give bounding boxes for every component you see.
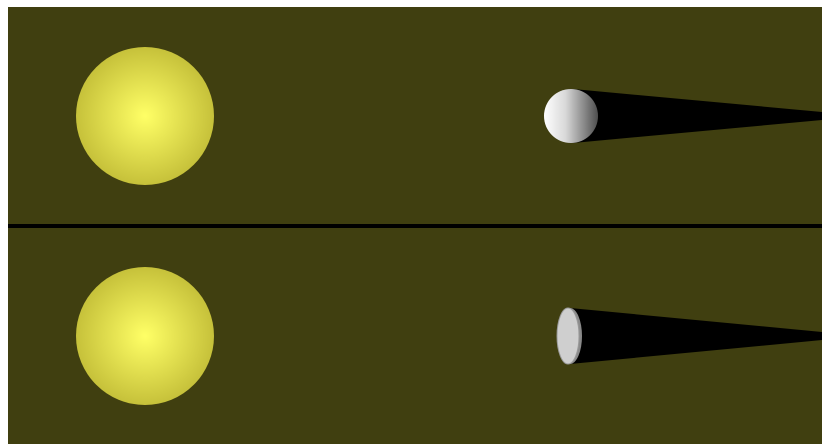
panel-top [8,7,822,224]
sun-bottom [76,267,214,405]
sphere-object [544,89,598,143]
panel-bottom [8,228,822,444]
flat-disc-object [557,308,579,364]
panel-divider [8,224,822,228]
sun-top [76,47,214,185]
